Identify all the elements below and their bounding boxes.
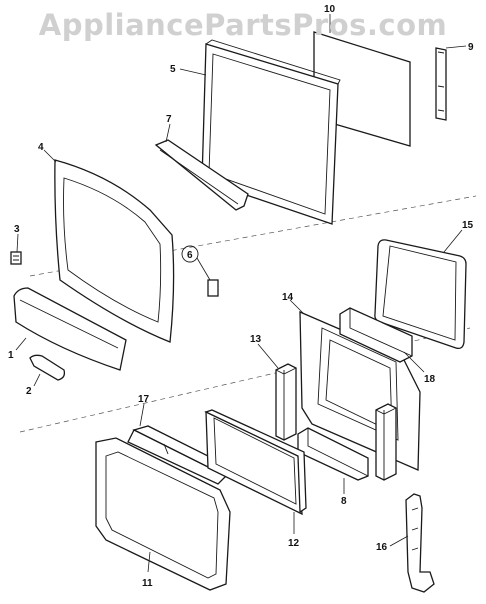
- part-5-door-frame: [179, 39, 341, 225]
- divider-lower: [19, 327, 471, 433]
- part-1-handle: [13, 287, 127, 371]
- callout-1: 1: [8, 350, 14, 361]
- part-7-trim: [154, 123, 249, 211]
- part-3-clip: [10, 233, 22, 265]
- part-insulation-right: [375, 403, 397, 481]
- callout-10: 10: [324, 4, 336, 15]
- callout-15: 15: [462, 220, 474, 231]
- part-18-insulation: [339, 307, 425, 373]
- watermark: AppliancePartsPros.com: [38, 8, 448, 42]
- part-9-bracket: [435, 45, 467, 121]
- callout-13: 13: [250, 334, 262, 345]
- part-8-insulation-strip: [297, 427, 369, 494]
- callout-12: 12: [288, 538, 300, 549]
- callout-3: 3: [14, 224, 20, 235]
- callout-18: 18: [424, 374, 436, 385]
- part-16-hinge: [389, 493, 435, 593]
- callout-6: 6: [187, 250, 193, 261]
- part-4-outer-panel: [43, 149, 175, 343]
- callout-7: 7: [166, 114, 172, 125]
- callout-17: 17: [138, 394, 150, 405]
- callout-14: 14: [282, 292, 294, 303]
- callout-8: 8: [341, 496, 347, 507]
- part-2-insert: [29, 354, 66, 387]
- part-13-insulation-column: [257, 343, 297, 441]
- callout-9: 9: [468, 42, 474, 53]
- part-11-outer-frame: [95, 437, 231, 591]
- part-12-glass-pack: [204, 409, 307, 534]
- callout-5: 5: [170, 64, 176, 75]
- callout-11: 11: [142, 578, 153, 589]
- callout-4: 4: [38, 142, 44, 153]
- callout-labels: 1 2 3 4 5 6 7 8 9 10 11 12 13 14 15 16 1…: [8, 4, 474, 589]
- part-15-gasket: [374, 229, 467, 350]
- callout-16: 16: [376, 542, 388, 553]
- callout-2: 2: [26, 386, 32, 397]
- part-6-label-plate: [181, 245, 219, 297]
